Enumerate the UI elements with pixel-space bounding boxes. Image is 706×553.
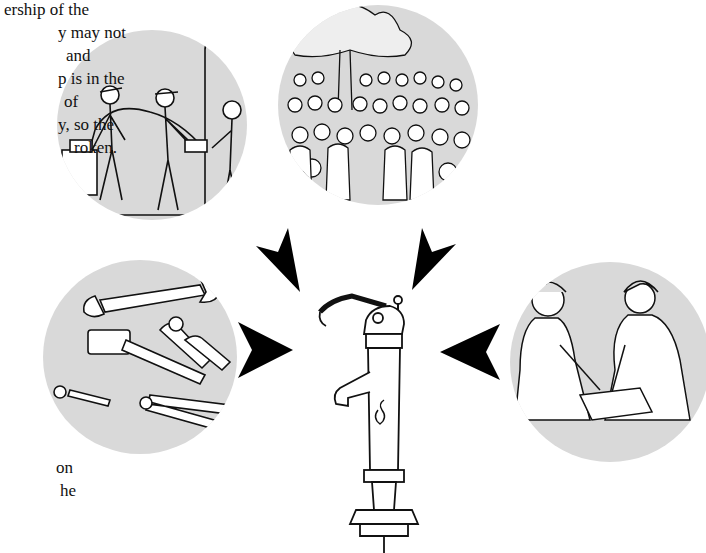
scene-circle: [278, 5, 478, 205]
text-fragment: y, so the: [58, 115, 114, 135]
scene-circle: [510, 262, 706, 462]
text-fragment: ership of the: [4, 0, 89, 20]
text-fragment: roken.: [74, 138, 117, 158]
text-fragment: p is in the: [58, 69, 125, 89]
text-fragment: he: [60, 481, 76, 501]
text-fragment: on: [56, 458, 73, 478]
text-fragment: of: [64, 92, 78, 112]
text-fragment: and: [66, 46, 91, 66]
arrowhead: [412, 228, 456, 290]
scene-circle: [57, 30, 247, 220]
text-fragment: y may not: [58, 23, 126, 43]
tools-scene: [54, 278, 232, 433]
planning-scene: [515, 281, 690, 420]
hand-pump: [320, 296, 418, 553]
scene-circle: [43, 260, 237, 454]
meeting-scene: [285, 5, 470, 200]
arrowhead: [440, 324, 500, 380]
arrowhead: [238, 322, 293, 378]
arrowhead: [256, 228, 300, 292]
